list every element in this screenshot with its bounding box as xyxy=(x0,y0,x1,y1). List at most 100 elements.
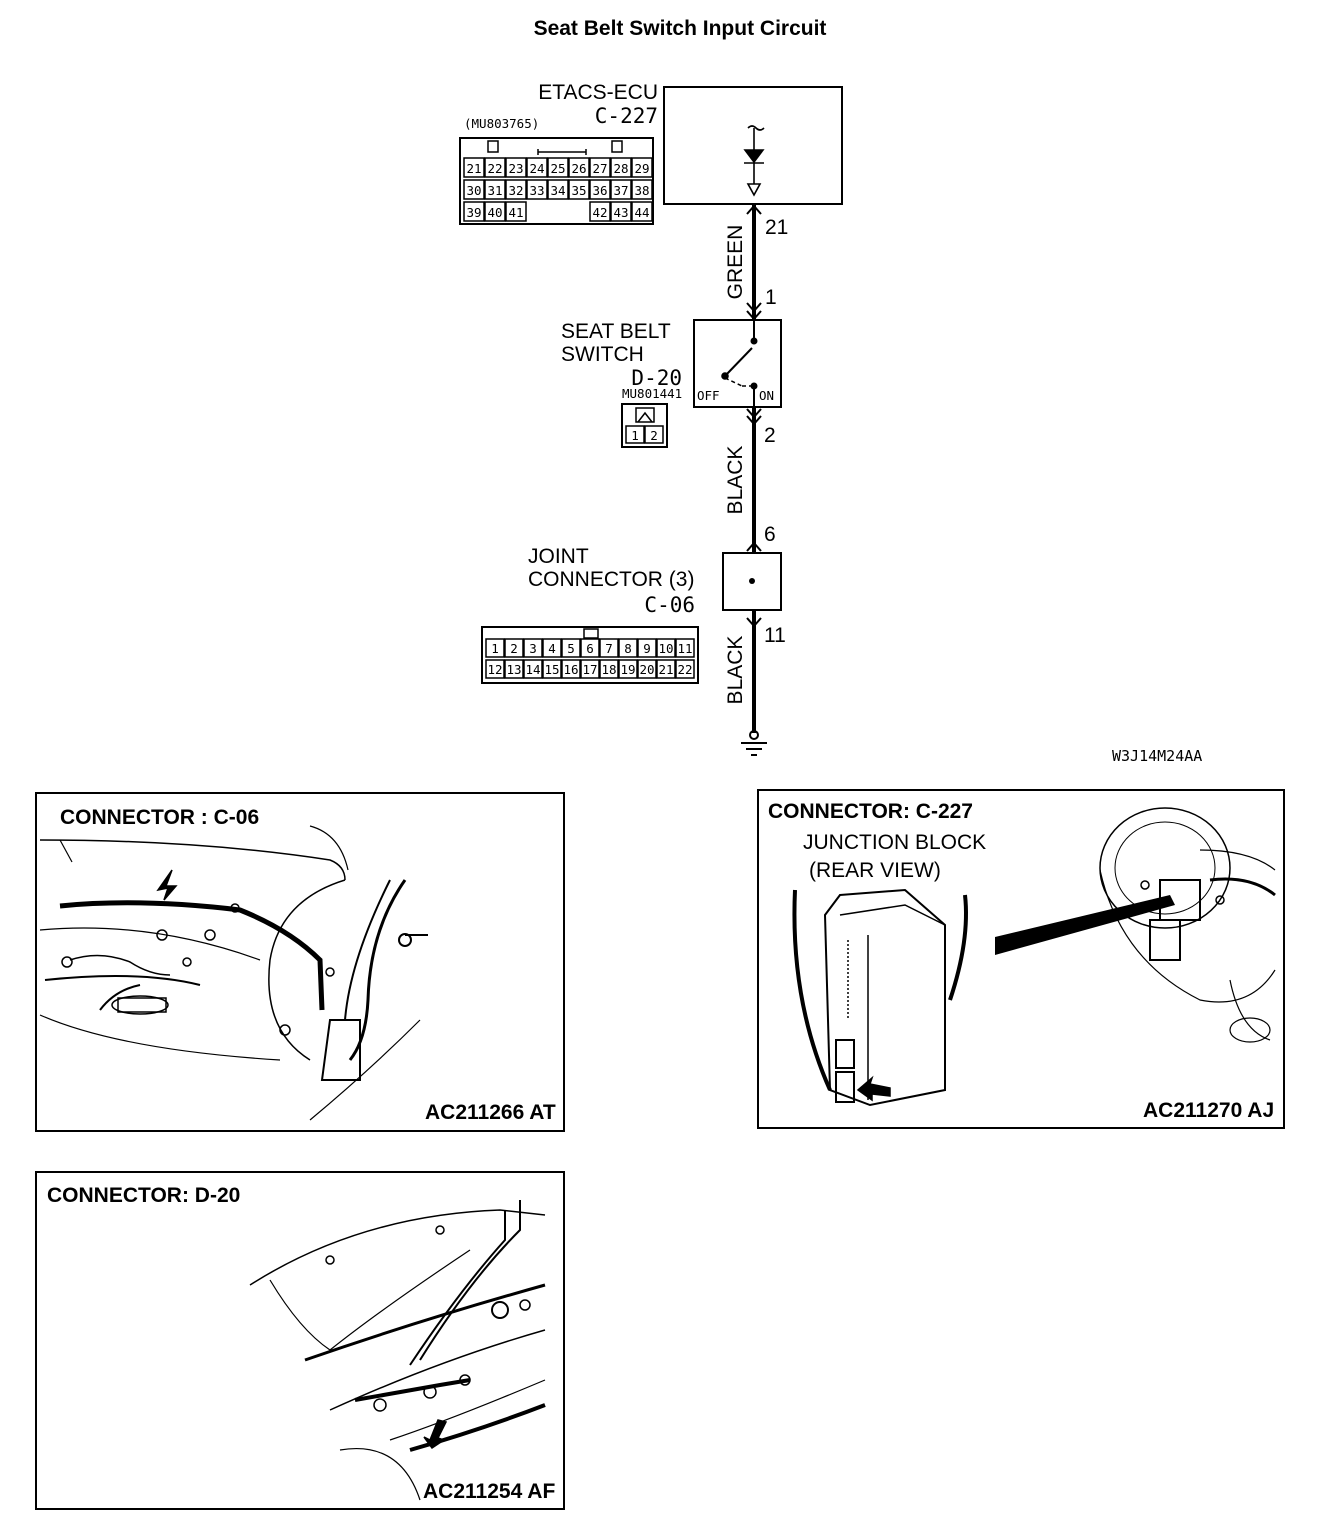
joint-pin-15: 15 xyxy=(544,662,559,677)
joint-name-line1: JOINT xyxy=(528,545,589,568)
panel-c227-code: AC211270 AJ xyxy=(1143,1099,1274,1122)
ecu-pin-44: 44 xyxy=(634,205,649,220)
pin-cell xyxy=(631,201,653,222)
joint-pin-21: 21 xyxy=(658,662,673,677)
panel-c227-title: CONNECTOR: C-227 xyxy=(768,800,973,823)
joint-terminal-bottom: 11 xyxy=(764,624,786,647)
diode-icon xyxy=(743,125,765,197)
pin-cell xyxy=(561,638,581,658)
pin-cell xyxy=(561,659,581,679)
ecu-pin-27: 27 xyxy=(592,161,607,176)
pin-cell xyxy=(656,638,676,658)
pin-cell xyxy=(637,659,657,679)
connector-arrow-icon xyxy=(746,541,762,552)
pin-cell xyxy=(505,179,527,200)
connector-arrow-icon xyxy=(746,408,762,426)
panel-c06-title: CONNECTOR : C-06 xyxy=(60,806,259,829)
switch-pin-2: 2 xyxy=(650,428,658,443)
joint-pin-6: 6 xyxy=(586,641,594,656)
pin-cell xyxy=(485,659,505,679)
switch-terminal-bottom: 2 xyxy=(764,424,776,447)
ecu-pin-40: 40 xyxy=(487,205,502,220)
ecu-pin-26: 26 xyxy=(571,161,586,176)
joint-pin-2: 2 xyxy=(510,641,518,656)
terminal-arrow-icon xyxy=(746,204,762,215)
panel-c227 xyxy=(757,789,1285,1129)
switch-terminal-top: 1 xyxy=(765,286,777,309)
switch-connector-face: 1 2 xyxy=(621,403,668,448)
joint-pin-22: 22 xyxy=(677,662,692,677)
wire-color-green: GREEN xyxy=(724,225,747,300)
pin-cell xyxy=(589,201,611,222)
pin-cell xyxy=(568,179,590,200)
pin-cell xyxy=(463,157,485,178)
pin-cell xyxy=(526,157,548,178)
pin-cell xyxy=(484,201,506,222)
pin-cell xyxy=(675,638,695,658)
panel-c227-subtitle-1: JUNCTION BLOCK xyxy=(803,831,986,854)
ecu-pin-24: 24 xyxy=(529,161,544,176)
joint-name-line2: CONNECTOR (3) xyxy=(528,568,694,591)
switch-part-number: MU801441 xyxy=(622,386,682,401)
c227-location-illustration xyxy=(792,807,1276,1107)
joint-pin-11: 11 xyxy=(677,641,692,656)
pin-cell xyxy=(542,638,562,658)
pin-cell xyxy=(599,638,619,658)
pin-cell xyxy=(526,179,548,200)
pin-cell xyxy=(610,157,632,178)
pin-cell xyxy=(505,201,527,222)
ecu-pin-32: 32 xyxy=(508,183,523,198)
pin-cell xyxy=(523,638,543,658)
joint-node-icon xyxy=(749,578,755,584)
ecu-pin-29: 29 xyxy=(634,161,649,176)
pin-cell xyxy=(568,157,590,178)
switch-box xyxy=(693,319,782,408)
joint-pin-1: 1 xyxy=(491,641,499,656)
ecu-pin-39: 39 xyxy=(466,205,481,220)
joint-pin-10: 10 xyxy=(658,641,673,656)
pin-cell xyxy=(542,659,562,679)
pin-cell xyxy=(463,179,485,200)
panel-d20-code: AC211254 AF xyxy=(423,1480,555,1503)
joint-pin-19: 19 xyxy=(620,662,635,677)
ecu-pin-22: 22 xyxy=(487,161,502,176)
ecu-pin-35: 35 xyxy=(571,183,586,198)
ecu-pin-42: 42 xyxy=(592,205,607,220)
pin-cell xyxy=(631,179,653,200)
c06-location-illustration xyxy=(39,825,428,1121)
joint-pin-17: 17 xyxy=(582,662,597,677)
pin-cell xyxy=(618,638,638,658)
pin-cell xyxy=(599,659,619,679)
ecu-pin-41: 41 xyxy=(508,205,523,220)
ecu-pin-38: 38 xyxy=(634,183,649,198)
pin-cell xyxy=(610,179,632,200)
ecu-pin-36: 36 xyxy=(592,183,607,198)
panel-d20 xyxy=(35,1171,565,1510)
switch-state-on: ON xyxy=(759,388,774,403)
ecu-pin-37: 37 xyxy=(613,183,628,198)
joint-pin-12: 12 xyxy=(487,662,502,677)
pin-cell xyxy=(580,638,600,658)
panel-c06 xyxy=(35,792,565,1132)
pin-cell xyxy=(463,201,485,222)
ground-icon xyxy=(741,730,767,756)
diagram-code: W3J14M24AA xyxy=(1112,747,1202,765)
ecu-pin-21: 21 xyxy=(466,161,481,176)
switch-connector-id: D-20 xyxy=(631,366,682,390)
pin-cell xyxy=(547,157,569,178)
pin-cell xyxy=(547,179,569,200)
joint-pin-16: 16 xyxy=(563,662,578,677)
joint-pin-9: 9 xyxy=(643,641,651,656)
joint-pin-18: 18 xyxy=(601,662,616,677)
switch-contact-icon xyxy=(721,320,758,407)
pin-cell xyxy=(485,638,505,658)
ecu-pin-34: 34 xyxy=(550,183,565,198)
ecu-name: ETACS-ECU xyxy=(538,81,658,104)
ecu-pin-33: 33 xyxy=(529,183,544,198)
pin-cell xyxy=(656,659,676,679)
ecu-pin-25: 25 xyxy=(550,161,565,176)
ecu-connector-id: C-227 xyxy=(595,104,658,128)
